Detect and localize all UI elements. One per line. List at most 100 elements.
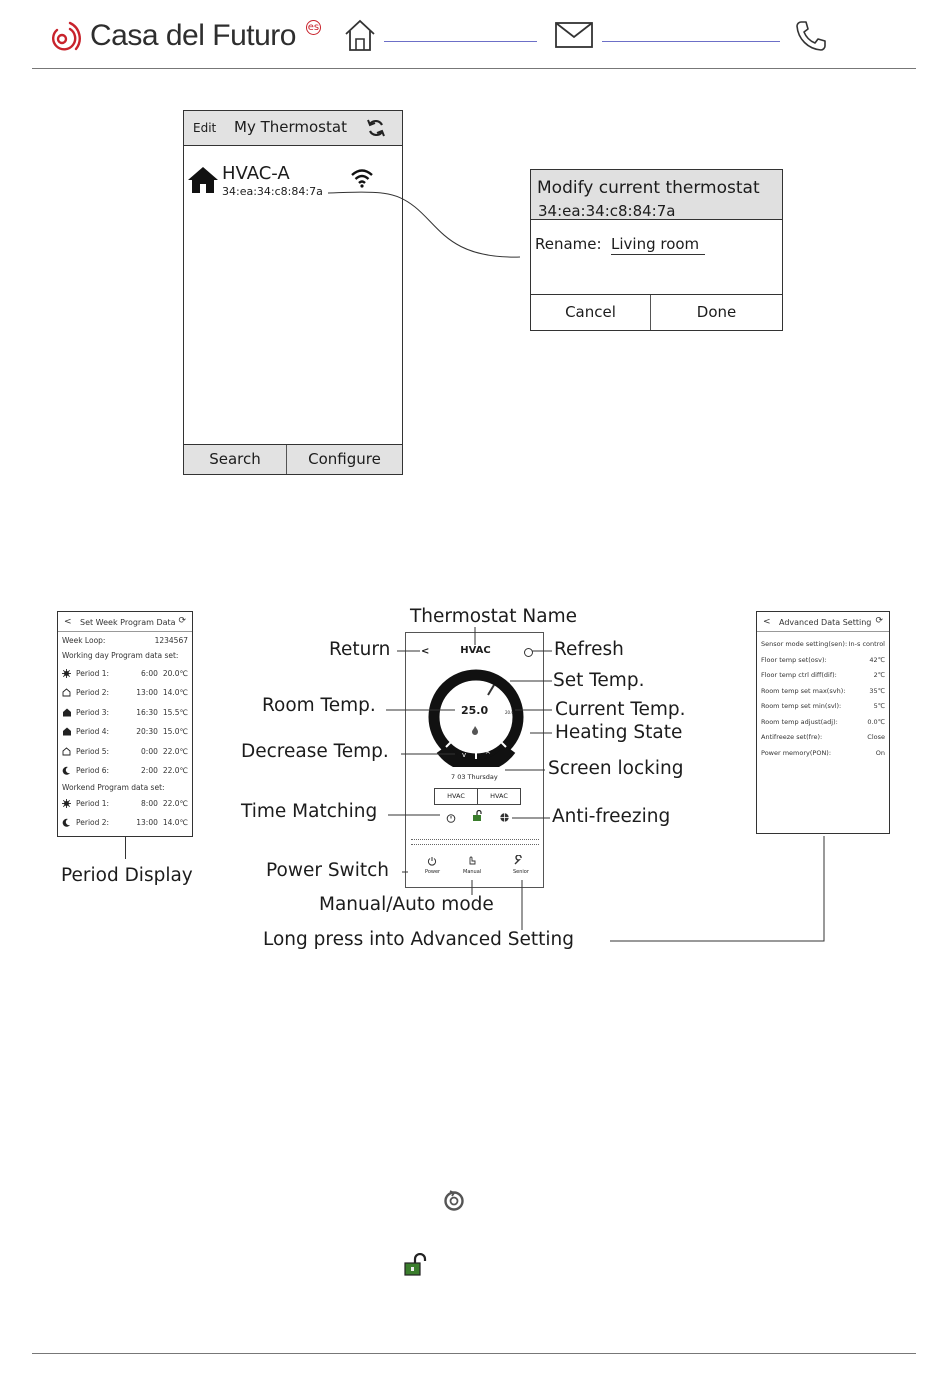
connector-curve bbox=[327, 191, 521, 258]
advanced-row-value: 0.0℃ bbox=[867, 717, 885, 726]
temperature-dial[interactable]: v ^ bbox=[426, 667, 526, 767]
label-anti-freezing: Anti-freezing bbox=[552, 806, 671, 827]
power-label: Power bbox=[425, 869, 441, 875]
mode-button-2[interactable]: HVAC bbox=[477, 788, 521, 805]
home-icon[interactable] bbox=[343, 18, 377, 52]
increase-arrow-icon[interactable]: ^ bbox=[485, 751, 491, 759]
advanced-row-label: Sensor mode setting(sen): bbox=[761, 640, 848, 648]
period-temp: 22.0℃ bbox=[162, 798, 188, 808]
divider bbox=[58, 631, 192, 632]
weekend-section-label: Workend Program data set: bbox=[62, 781, 188, 793]
senior-label: Senior bbox=[513, 869, 529, 875]
decrease-arrow-icon[interactable]: v bbox=[462, 751, 466, 759]
dialog-header: Modify current thermostat 34:ea:34:c8:84… bbox=[531, 170, 782, 220]
weekend-label: Workend Program data set: bbox=[62, 782, 165, 792]
advanced-row-label: Room temp set max(svh): bbox=[761, 686, 846, 695]
period-display-label: Period Display bbox=[61, 865, 193, 886]
back-button[interactable]: < bbox=[763, 617, 771, 627]
cancel-button[interactable]: Cancel bbox=[531, 295, 651, 330]
date-display: 7 03 Thursday bbox=[451, 773, 498, 781]
working-label: Working day Program data set: bbox=[62, 650, 179, 660]
advanced-row-value: In-s control bbox=[848, 640, 885, 648]
label-screen-locking: Screen locking bbox=[548, 758, 684, 779]
advanced-row[interactable]: Floor temp set(osv):42℃ bbox=[761, 654, 885, 666]
snowflake-icon[interactable] bbox=[499, 812, 510, 823]
unit-mark: 20.0 bbox=[505, 710, 514, 715]
period-time: 8:00 bbox=[141, 798, 158, 808]
period-label: Period 2: bbox=[76, 688, 110, 697]
header-line-mail bbox=[602, 41, 780, 42]
refresh-icon[interactable]: ⟳ bbox=[178, 616, 186, 626]
week-loop-row[interactable]: Week Loop: 1234567 bbox=[62, 634, 188, 646]
advanced-row[interactable]: Room temp set min(svl):5℃ bbox=[761, 700, 885, 712]
label-thermostat-name: Thermostat Name bbox=[410, 606, 577, 627]
list-toolbar: Edit My Thermostat bbox=[184, 111, 402, 146]
main-thermostat-screen: < HVAC v ^ 25.0 20.0 7 03 Thursday HVAC … bbox=[405, 632, 544, 888]
period-label: Period 4: bbox=[76, 727, 110, 736]
advanced-row[interactable]: Floor temp ctrl diff(dif):2℃ bbox=[761, 669, 885, 681]
label-power-switch: Power Switch bbox=[266, 860, 389, 881]
list-bottom-bar: Search Configure bbox=[184, 444, 402, 474]
house-in-icon bbox=[62, 727, 76, 736]
phone-icon[interactable] bbox=[795, 20, 827, 52]
room-temp-value: 25.0 bbox=[461, 704, 489, 717]
advanced-row[interactable]: Room temp set max(svh): 35℃ bbox=[761, 685, 885, 697]
thermostat-list-screen: Edit My Thermostat HVAC-A 34:ea:34:c8:84… bbox=[183, 110, 403, 475]
period-label: Period 6: bbox=[76, 766, 110, 775]
house-in-icon bbox=[62, 708, 76, 717]
mail-icon[interactable] bbox=[555, 22, 593, 48]
advanced-row[interactable]: Sensor mode setting(sen):In-s control bbox=[761, 638, 885, 650]
list-title: My Thermostat bbox=[234, 118, 347, 136]
wrench-icon[interactable] bbox=[513, 855, 524, 866]
search-button[interactable]: Search bbox=[184, 445, 287, 474]
edit-button[interactable]: Edit bbox=[193, 121, 217, 135]
advanced-setting-screen: < Advanced Data Setting ⟳ Sensor mode se… bbox=[756, 611, 890, 834]
back-button[interactable]: < bbox=[64, 617, 72, 627]
refresh-icon[interactable] bbox=[366, 118, 386, 138]
period-temp: 22.0℃ bbox=[162, 746, 188, 756]
advanced-row-value: On bbox=[875, 748, 885, 757]
rename-input[interactable]: Living room bbox=[611, 235, 705, 255]
house-out-icon bbox=[62, 746, 76, 756]
timeline-bar bbox=[411, 839, 539, 845]
power-icon[interactable] bbox=[427, 856, 437, 866]
working-section-label: Working day Program data set: bbox=[62, 649, 188, 661]
return-button[interactable]: < bbox=[421, 646, 430, 657]
dialog-title: Modify current thermostat bbox=[537, 178, 760, 198]
configure-button[interactable]: Configure bbox=[308, 450, 381, 468]
refresh-icon[interactable]: ⟳ bbox=[875, 616, 883, 626]
label-heating-state: Heating State bbox=[555, 722, 683, 743]
advanced-row[interactable]: Antifreeze set(fre):Close bbox=[761, 731, 885, 743]
period-time: 13:00 bbox=[136, 688, 158, 697]
brand-logo[interactable]: Casa del Futuro es bbox=[52, 16, 321, 56]
period-label: Period 2: bbox=[76, 818, 110, 827]
label-long-press: Long press into Advanced Setting bbox=[263, 929, 574, 950]
label-room-temp: Room Temp. bbox=[262, 695, 376, 716]
advanced-title: Advanced Data Setting bbox=[779, 618, 872, 627]
advanced-row[interactable]: Room temp adjust(adj): 0.0℃ bbox=[761, 716, 885, 728]
time-matching-icon bbox=[444, 1190, 464, 1211]
refresh-icon[interactable] bbox=[523, 647, 534, 658]
period-time: 16:30 bbox=[136, 707, 158, 717]
advanced-row-label: Room temp adjust(adj): bbox=[761, 717, 838, 726]
period-temp: 15.5℃ bbox=[162, 707, 188, 717]
done-button[interactable]: Done bbox=[696, 303, 737, 321]
time-matching-icon[interactable] bbox=[446, 813, 456, 823]
dialog-mac: 34:ea:34:c8:84:7a bbox=[538, 202, 676, 220]
advanced-row-value: 5℃ bbox=[873, 702, 885, 710]
moon-icon bbox=[62, 818, 76, 827]
advanced-row-value: 35℃ bbox=[869, 686, 885, 695]
unlock-icon bbox=[404, 1253, 427, 1276]
week-loop-value: 1234567 bbox=[154, 635, 188, 645]
advanced-row[interactable]: Power memory(PON):On bbox=[761, 747, 885, 759]
hand-icon[interactable] bbox=[467, 855, 477, 866]
lock-icon[interactable] bbox=[472, 810, 483, 822]
